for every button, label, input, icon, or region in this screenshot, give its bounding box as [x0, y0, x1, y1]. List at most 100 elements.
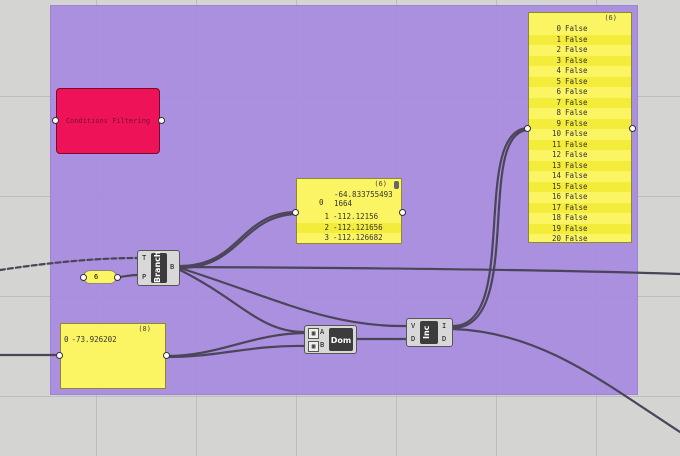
panel-top-row-3-value: -112.126682: [333, 233, 383, 242]
panel-bottom-input-grip[interactable]: [56, 352, 63, 359]
dom-component[interactable]: ▦ A ▦ B Dom: [304, 325, 357, 354]
slider-input-grip[interactable]: [80, 274, 87, 281]
inc-output-i[interactable]: I: [442, 322, 447, 330]
slider-value: 6: [94, 273, 99, 281]
inc-input-d[interactable]: D: [411, 335, 416, 343]
panel-right-row-value: False: [565, 213, 588, 222]
red-input-grip[interactable]: [52, 117, 59, 124]
branch-output-b[interactable]: B: [170, 263, 175, 271]
panel-bottom-row-0: 0-73.926202: [61, 335, 165, 346]
panel-right-row-index: 17: [551, 202, 561, 212]
branch-label: Branch: [151, 251, 167, 283]
panel-right-row-index: 11: [551, 139, 561, 149]
panel-right-row: 5 False: [529, 76, 631, 87]
panel-right-input-grip[interactable]: [524, 125, 531, 132]
panel-right-row: 12 False: [529, 150, 631, 161]
panel-top-row-3: 3 -112.126682: [297, 233, 401, 244]
panel-right-row-value: False: [565, 87, 588, 96]
panel-top-row-0-value: -64.8337554931664: [334, 190, 393, 208]
dom-input-a-icon: ▦: [308, 328, 319, 339]
panel-right-row: 1 False: [529, 34, 631, 45]
panel-top-row-0: -64.8337554931664: [297, 190, 401, 208]
branch-input-t[interactable]: T: [142, 254, 147, 262]
panel-top-row-0-index-wrap: 0: [319, 198, 329, 209]
number-slider[interactable]: 6: [83, 270, 117, 284]
panel-right-row-index: 5: [556, 76, 561, 86]
panel-right-row-value: False: [565, 97, 588, 107]
branch-component[interactable]: T P Branch B: [137, 250, 180, 286]
panel-right-row-index: 4: [556, 66, 561, 75]
panel-top-output-grip[interactable]: [399, 209, 406, 216]
panel-right-row-index: 15: [551, 181, 561, 191]
panel-right-row: 9 False: [529, 118, 631, 129]
panel-right-row: 7 False: [529, 97, 631, 108]
panel-right-row-value: False: [565, 118, 588, 128]
panel-right-row-index: 12: [551, 150, 561, 159]
panel-right-row-value: False: [565, 192, 588, 201]
panel-bottom-row-0-value: -73.926202: [71, 335, 117, 344]
panel-right-row-value: False: [565, 108, 588, 117]
panel-top-row-3-index: 3: [324, 233, 329, 242]
panel-right-row-index: 20: [551, 234, 561, 243]
inc-component[interactable]: V D Inc I D: [406, 318, 453, 347]
panel-right-row-value: False: [565, 34, 588, 44]
panel-right-row-index: 19: [551, 223, 561, 233]
panel-right-output-grip[interactable]: [629, 125, 636, 132]
branch-input-p[interactable]: P: [142, 273, 147, 281]
conditions-filtering-component[interactable]: Conditions Filtering: [56, 88, 160, 154]
red-output-grip[interactable]: [158, 117, 165, 124]
slider-output-grip[interactable]: [114, 274, 121, 281]
panel-top-row-2: 2 -112.121656: [297, 222, 401, 233]
panel-right-row: 0 False: [529, 24, 631, 35]
panel-right-row-index: 18: [551, 213, 561, 222]
panel-right-row-value: False: [565, 223, 588, 233]
panel-top[interactable]: (6) -64.8337554931664 0 1-112.12156 2 -11…: [296, 178, 402, 244]
panel-right-row-value: False: [565, 76, 588, 86]
panel-bottom-output-grip[interactable]: [163, 352, 170, 359]
panel-right-row: 11 False: [529, 139, 631, 150]
panel-right-row-index: 7: [556, 97, 561, 107]
panel-top-row-2-value: -112.121656: [333, 222, 383, 232]
panel-top-scrollbar[interactable]: [394, 181, 399, 189]
panel-right-row-value: False: [565, 66, 588, 75]
panel-right-row-value: False: [565, 55, 588, 65]
panel-right-row-index: 10: [551, 129, 561, 138]
panel-right-count: (6): [604, 14, 617, 22]
panel-right-row: 3 False: [529, 55, 631, 66]
panel-right-row-index: 9: [556, 118, 561, 128]
panel-right-row-index: 3: [556, 55, 561, 65]
panel-right-row-value: False: [565, 202, 588, 212]
panel-bottom[interactable]: (8) 0-73.926202: [60, 323, 166, 389]
panel-right-row-value: False: [565, 24, 588, 33]
panel-right-row-index: 16: [551, 192, 561, 201]
panel-right-row: 10 False: [529, 129, 631, 140]
dom-label: Dom: [329, 328, 353, 351]
panel-right-row-value: False: [565, 139, 588, 149]
panel-right-row-index: 6: [556, 87, 561, 96]
panel-right-row-index: 0: [556, 24, 561, 33]
panel-right-row-index: 14: [551, 171, 561, 180]
panel-right-row: 4 False: [529, 66, 631, 77]
inc-input-v[interactable]: V: [411, 322, 416, 330]
panel-right-row-value: False: [565, 129, 588, 138]
panel-right-row-index: 1: [556, 34, 561, 44]
panel-right-row-value: False: [565, 45, 588, 54]
inc-output-d[interactable]: D: [442, 335, 447, 343]
panel-bottom-row-0-index: 0: [64, 335, 69, 344]
panel-right-row: 18 False: [529, 213, 631, 224]
panel-top-count: (6): [374, 180, 387, 188]
panel-top-input-grip[interactable]: [292, 209, 299, 216]
panel-right-row-value: False: [565, 150, 588, 159]
panel-right-row: 6 False: [529, 87, 631, 98]
panel-top-row-2-index: 2: [324, 222, 329, 232]
dom-input-b[interactable]: B: [320, 341, 325, 349]
panel-top-row-1: 1-112.12156: [297, 212, 401, 223]
panel-right-row: 17 False: [529, 202, 631, 213]
dom-input-a[interactable]: A: [320, 328, 325, 336]
